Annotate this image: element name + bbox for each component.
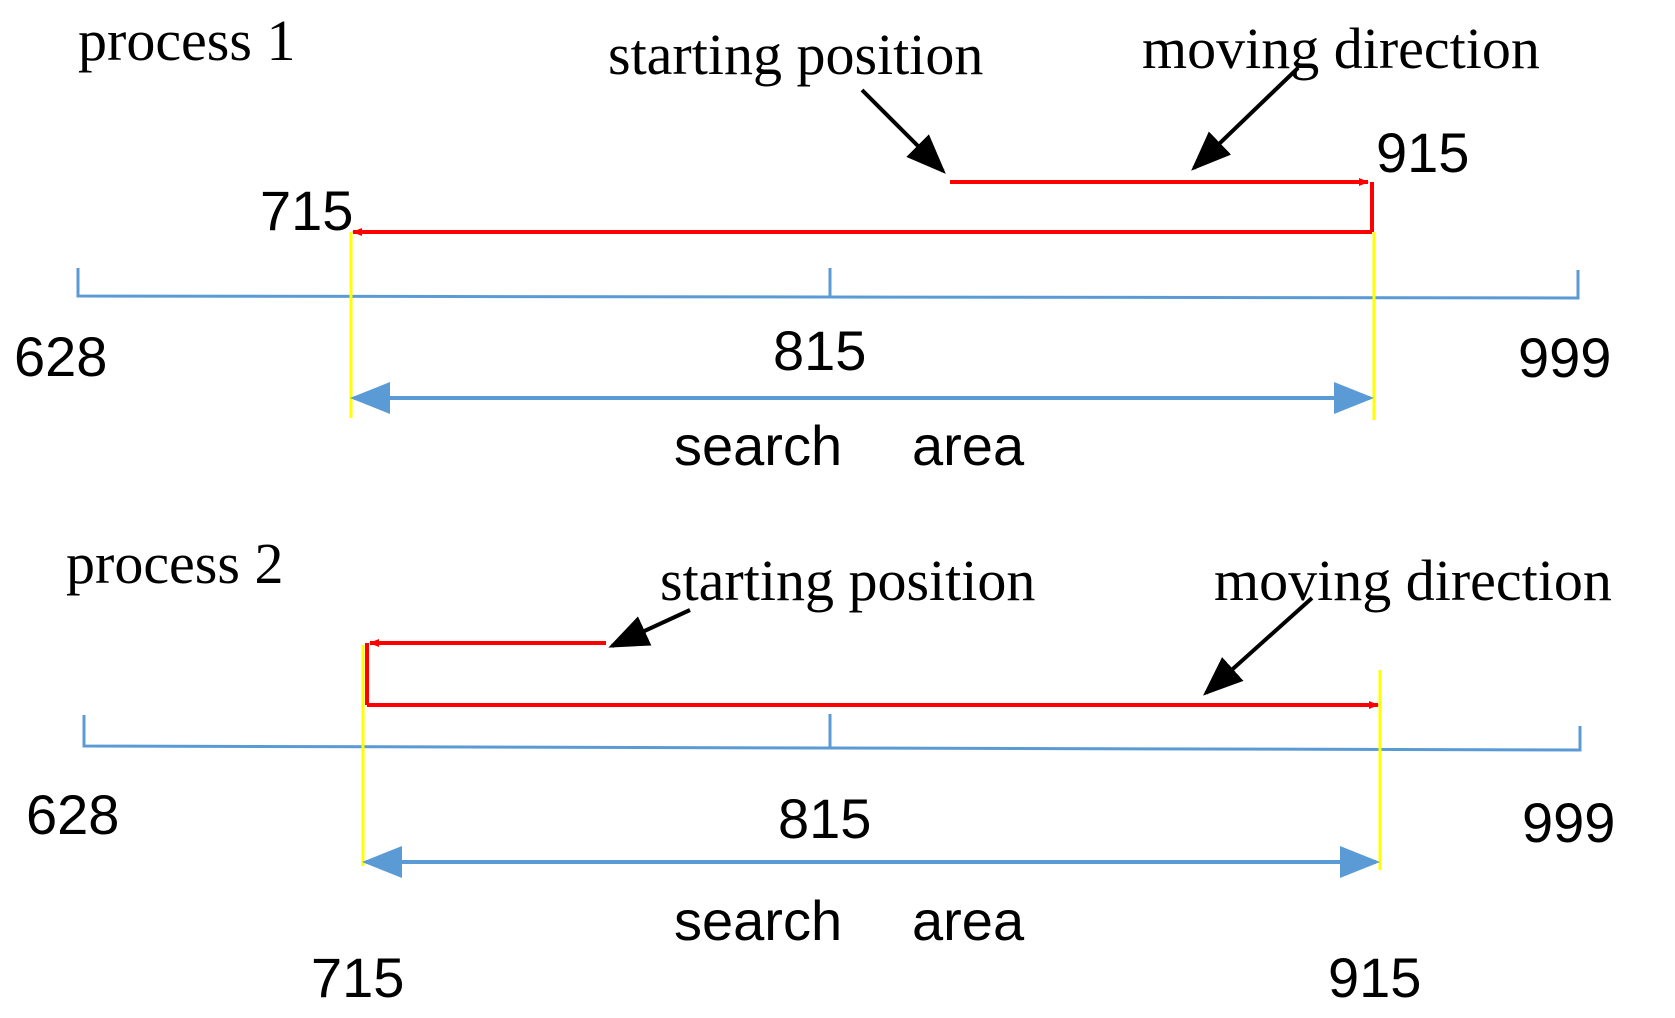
- process-1-axis-mid-label: 815: [773, 319, 866, 382]
- process-2-left-bound-label: 715: [311, 946, 404, 1009]
- process-2-axis: [82, 715, 1582, 752]
- process-2-area-label: area: [912, 889, 1025, 952]
- process-2-right-bound-label: 915: [1328, 946, 1421, 1009]
- process-1-title: process 1: [78, 8, 295, 73]
- process-1-area-label: area: [912, 414, 1025, 477]
- process-1-axis-end-label: 999: [1518, 326, 1611, 389]
- process-1-moving-label: moving direction: [1142, 16, 1540, 81]
- process-2-starting-label: starting position: [660, 548, 1035, 613]
- process-1-starting-pointer-arrow: [860, 88, 946, 174]
- process-1-panel: process 1 starting position moving direc…: [14, 8, 1611, 477]
- process-1-search-label: search: [674, 414, 842, 477]
- process-2-axis-mid-label: 815: [778, 787, 871, 850]
- process-2-starting-pointer-arrow: [608, 608, 691, 648]
- process-2-axis-end-label: 999: [1522, 791, 1615, 854]
- process-1-right-bound-label: 915: [1376, 121, 1469, 184]
- process-1-moving-pointer-arrow: [1191, 66, 1300, 171]
- process-1-axis-start-label: 628: [14, 325, 107, 388]
- process-2-panel: process 2 starting position moving direc…: [26, 531, 1615, 1009]
- process-2-axis-start-label: 628: [26, 783, 119, 846]
- process-1-axis: [76, 268, 1580, 300]
- process-2-search-label: search: [674, 889, 842, 952]
- process-2-moving-pointer-arrow: [1203, 596, 1314, 696]
- process-2-title: process 2: [66, 531, 283, 596]
- process-1-starting-label: starting position: [608, 22, 983, 87]
- process-1-left-bound-label: 715: [260, 179, 353, 242]
- process-2-moving-label: moving direction: [1214, 548, 1612, 613]
